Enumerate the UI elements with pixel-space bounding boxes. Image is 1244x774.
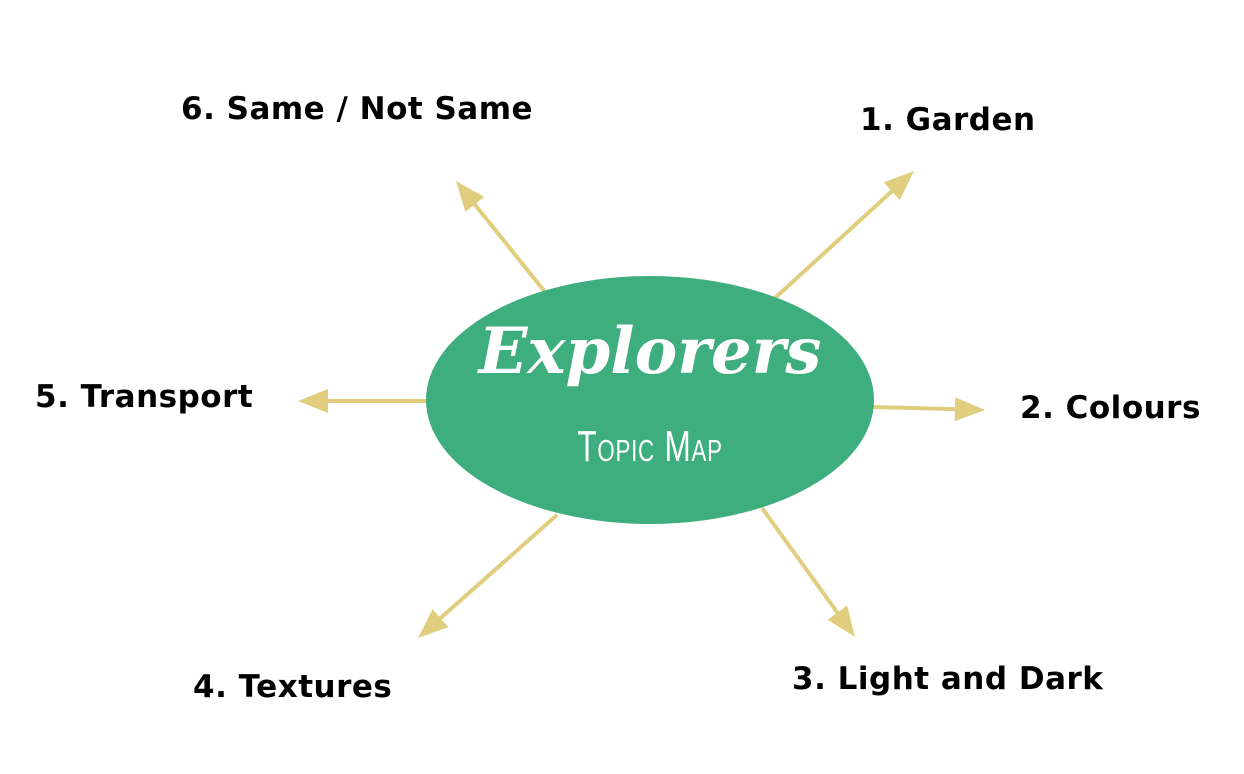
- arrow-shaft-light-and-dark: [760, 506, 841, 616]
- arrowhead-colours: [954, 397, 985, 422]
- central-topic-subtitle: Topic Map: [577, 422, 723, 471]
- arrowhead-same-not-same: [456, 181, 485, 212]
- topic-label-garden: 1. Garden: [860, 102, 1036, 138]
- topic-label-textures: 4. Textures: [193, 669, 393, 705]
- arrowhead-garden: [883, 171, 914, 201]
- topic-label-light-and-dark: 3. Light and Dark: [792, 661, 1104, 697]
- central-topic-ellipse: [426, 276, 874, 524]
- topic-label-colours: 2. Colours: [1020, 390, 1201, 426]
- topic-label-same-not-same: 6. Same / Not Same: [181, 91, 534, 127]
- arrow-shaft-textures: [437, 513, 559, 621]
- arrow-shaft-colours: [872, 405, 958, 412]
- central-topic-title: Explorers: [478, 314, 822, 389]
- topic-label-transport: 5. Transport: [35, 379, 254, 415]
- arrows: [298, 171, 985, 638]
- arrow-shaft-garden: [773, 188, 895, 300]
- arrow-shaft-same-not-same: [471, 201, 547, 294]
- arrowhead-light-and-dark: [827, 605, 855, 637]
- arrowhead-textures: [418, 609, 449, 638]
- arrowhead-transport: [298, 389, 328, 413]
